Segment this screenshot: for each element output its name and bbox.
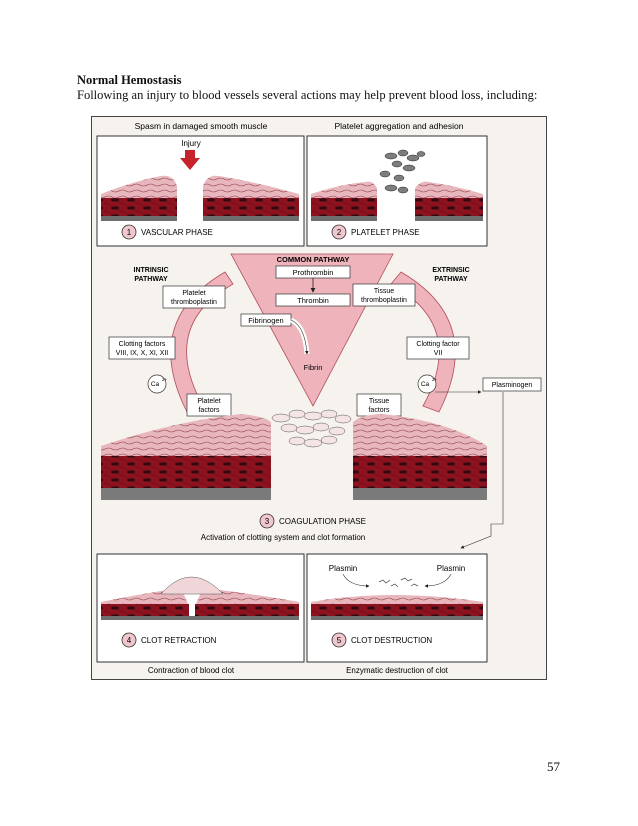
intrinsic-pathway-label: PATHWAY bbox=[134, 276, 168, 283]
clotting-factors-label-2: VIII, IX, X, XI, XII bbox=[116, 350, 169, 357]
panel1-phase: VASCULAR PHASE bbox=[141, 228, 213, 237]
panel5-caption: Enzymatic destruction of clot bbox=[346, 666, 449, 675]
panel3-number: 3 bbox=[265, 517, 270, 526]
clotting-factor-vii-label-1: Clotting factor bbox=[416, 341, 460, 348]
panel2-title: Platelet aggregation and adhesion bbox=[334, 121, 463, 131]
hemostasis-figure: Spasm in damaged smooth muscle Injury 1 … bbox=[91, 116, 547, 680]
platelet-thromboplastin-label-2: thromboplastin bbox=[171, 299, 217, 306]
panel5-number: 5 bbox=[337, 636, 342, 645]
panel4-caption: Contraction of blood clot bbox=[148, 666, 235, 675]
panel-clot-retraction: 4 CLOT RETRACTION Contraction of blood c… bbox=[96, 553, 305, 675]
calcium-right-label: Ca bbox=[421, 381, 430, 388]
platelet-thromboplastin-label-1: Platelet bbox=[182, 290, 205, 297]
panel4-phase: CLOT RETRACTION bbox=[141, 636, 217, 645]
retracted-clot-icon bbox=[160, 576, 224, 595]
panel3-caption: Activation of clotting system and clot f… bbox=[201, 533, 366, 542]
extrinsic-pathway-label: PATHWAY bbox=[434, 276, 468, 283]
plasmin-right-label: Plasmin bbox=[437, 564, 465, 573]
common-pathway-arrow bbox=[230, 253, 394, 407]
clotting-factor-vii-label-2: VII bbox=[434, 350, 443, 357]
thrombin-label: Thrombin bbox=[297, 296, 329, 305]
panel1-number: 1 bbox=[127, 228, 132, 237]
panel3-phase: COAGULATION PHASE bbox=[279, 517, 366, 526]
page-number: 57 bbox=[547, 759, 560, 774]
plasminogen-label: Plasminogen bbox=[492, 382, 533, 389]
intrinsic-label: INTRINSIC bbox=[134, 267, 169, 274]
panel-vascular-phase: Spasm in damaged smooth muscle Injury 1 … bbox=[96, 121, 305, 247]
panel-platelet-phase: Platelet aggregation and adhesion 2 PLAT… bbox=[306, 121, 488, 247]
platelet-cluster-icon bbox=[379, 149, 426, 194]
injury-arrow-icon bbox=[180, 150, 200, 170]
plasmin-left-label: Plasmin bbox=[329, 564, 357, 573]
tissue-factors-label-2: factors bbox=[368, 407, 390, 414]
panel2-number: 2 bbox=[337, 228, 342, 237]
panel5-phase: CLOT DESTRUCTION bbox=[351, 636, 432, 645]
fibrinogen-label: Fibrinogen bbox=[248, 316, 283, 325]
panel2-phase: PLATELET PHASE bbox=[351, 228, 420, 237]
panel4-number: 4 bbox=[127, 636, 132, 645]
tissue-factors-label-1: Tissue bbox=[369, 398, 389, 405]
platelet-factors-label-1: Platelet bbox=[197, 398, 220, 405]
extrinsic-label: EXTRINSIC bbox=[432, 267, 469, 274]
prothrombin-label: Prothrombin bbox=[293, 268, 334, 277]
clot-fragments-icon bbox=[378, 577, 419, 588]
fibrin-label: Fibrin bbox=[304, 363, 323, 372]
clotting-factors-label-1: Clotting factors bbox=[119, 341, 166, 348]
panel-coagulation-phase: COMMON PATHWAY Prothrombin Thrombin Fibr… bbox=[101, 253, 542, 549]
calcium-left-charge: 2+ bbox=[162, 377, 168, 382]
calcium-right-charge: 2+ bbox=[432, 377, 438, 382]
common-pathway-label: COMMON PATHWAY bbox=[277, 255, 350, 264]
platelet-factors-label-2: factors bbox=[198, 407, 220, 414]
fibrin-clot-icon bbox=[271, 409, 352, 448]
panel1-title: Spasm in damaged smooth muscle bbox=[135, 121, 268, 131]
intro-text: Following an injury to blood vessels sev… bbox=[77, 88, 538, 102]
calcium-left-label: Ca bbox=[151, 381, 160, 388]
injury-label: Injury bbox=[181, 139, 201, 148]
panel-clot-destruction: Plasmin Plasmin 5 CLOT DESTRUCTION Enzym… bbox=[306, 553, 488, 675]
extrinsic-arrow bbox=[390, 271, 456, 413]
tissue-thromboplastin-label-2: thromboplastin bbox=[361, 297, 407, 304]
tissue-thromboplastin-label-1: Tissue bbox=[374, 288, 394, 295]
page-heading: Normal Hemostasis bbox=[77, 73, 182, 87]
